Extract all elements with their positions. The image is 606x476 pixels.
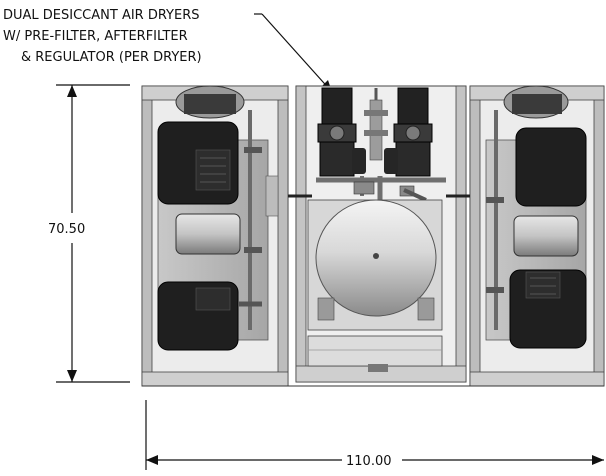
arrowhead-left xyxy=(146,455,158,465)
callout-line-3: & REGULATOR (PER DRYER) xyxy=(21,50,202,65)
callout-line-1: DUAL DESICCANT AIR DRYERS xyxy=(3,8,200,23)
height-dimension xyxy=(56,84,130,383)
dryer-right xyxy=(397,87,429,125)
center-dryer-tank-module xyxy=(288,85,470,383)
callout-leader xyxy=(254,13,333,93)
width-dimension xyxy=(145,400,604,470)
dryer-left xyxy=(321,87,353,125)
arrowhead-top xyxy=(67,85,77,97)
width-value: 110.00 xyxy=(346,454,392,469)
arrowhead-bottom xyxy=(67,370,77,382)
callout-line-2: W/ PRE-FILTER, AFTERFILTER xyxy=(3,29,188,44)
arrowhead-right xyxy=(592,455,604,465)
right-compressor-module xyxy=(469,85,605,387)
left-compressor-module xyxy=(141,85,289,387)
height-value: 70.50 xyxy=(48,222,85,237)
